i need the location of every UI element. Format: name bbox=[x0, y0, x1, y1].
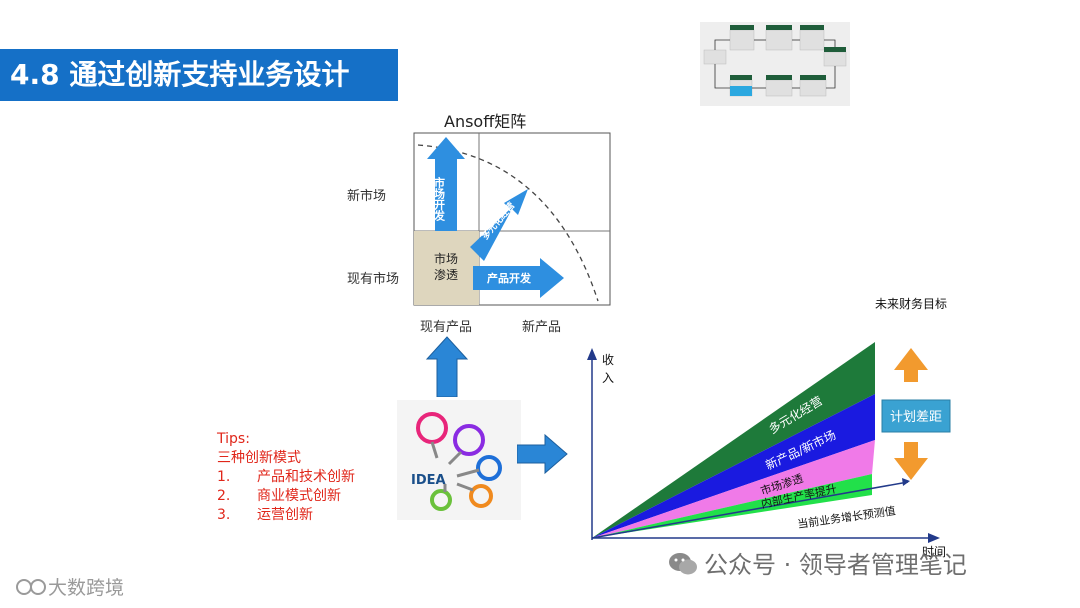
baseline-arrowhead bbox=[902, 478, 910, 486]
y-axis-label-line2: 入 bbox=[602, 371, 614, 385]
x-axis-arrowhead bbox=[928, 533, 940, 543]
ansoff-matrix: 市场开发 产品开发 多元化经营 市场渗透 bbox=[413, 132, 611, 306]
process-flow-graphic bbox=[703, 25, 847, 97]
tips-item-text: 运营创新 bbox=[257, 507, 313, 523]
tips-item-text: 产品和技术创新 bbox=[257, 469, 355, 485]
ansoff-boundary-curve bbox=[417, 144, 599, 302]
band-diversification bbox=[592, 342, 875, 538]
market-development-arrow bbox=[427, 137, 465, 231]
x-axis-label: 时间 bbox=[922, 545, 946, 559]
row-label-new-market: 新市场 bbox=[347, 189, 387, 204]
tips-subheading: 三种创新模式 bbox=[217, 450, 301, 466]
diversification-arrow bbox=[470, 189, 528, 261]
up-arrow-icon bbox=[425, 336, 469, 397]
watermark-text: 公众号 · 领导者管理笔记 bbox=[704, 551, 967, 579]
tips-item: 3. 运营创新 bbox=[217, 506, 355, 525]
tips-heading: Tips: bbox=[217, 431, 250, 447]
y-axis-label: 收入 bbox=[602, 353, 614, 385]
wechat-icon bbox=[669, 553, 697, 575]
penetration-label-line1: 市场 bbox=[434, 251, 458, 266]
brand-icon bbox=[16, 579, 46, 595]
tips-item: 1. 产品和技术创新 bbox=[217, 468, 355, 487]
penetration-label: 市场渗透 bbox=[434, 251, 458, 282]
band-new-product-market bbox=[592, 394, 875, 538]
baseline-forecast-line bbox=[591, 481, 909, 539]
band-productivity bbox=[592, 474, 872, 538]
gap-box bbox=[881, 399, 951, 433]
y-axis-label-line1: 收 bbox=[602, 353, 614, 367]
penetration-label-line2: 渗透 bbox=[434, 267, 458, 282]
brand-logo: 大数跨境 bbox=[14, 573, 124, 600]
tips-item-text: 商业模式创新 bbox=[257, 488, 341, 504]
market-development-label: 市场开发 bbox=[433, 176, 447, 222]
growth-gap-chart: 多元化经营 新产品/新市场 市场渗透 内部生产率提升 当前业务增长预测值 收入 … bbox=[587, 296, 951, 559]
tips-item-number: 1. bbox=[217, 469, 231, 485]
ansoff-title: Ansoff矩阵 bbox=[444, 112, 527, 131]
col-label-existing-product: 现有产品 bbox=[420, 320, 473, 335]
col-label-new-product: 新产品 bbox=[522, 320, 562, 335]
idea-lightbulb-icon: IDEA bbox=[397, 400, 521, 520]
brand-text: 大数跨境 bbox=[48, 577, 125, 599]
y-axis-arrowhead bbox=[587, 348, 597, 360]
watermark: 公众号 · 领导者管理笔记 bbox=[668, 545, 967, 580]
baseline-label: 当前业务增长预测值 bbox=[796, 503, 896, 531]
page-title: 4.8 通过创新支持业务设计 bbox=[0, 49, 398, 101]
gap-up-arrow bbox=[894, 348, 928, 382]
row-label-existing-market: 现有市场 bbox=[347, 272, 400, 287]
band-market-penetration bbox=[592, 440, 875, 538]
tips-item-number: 3. bbox=[217, 507, 231, 523]
tips-box: Tips: 三种创新模式 1. 产品和技术创新 2. 商业模式创新 3. 运营创新 bbox=[217, 430, 355, 525]
product-development-arrow bbox=[473, 258, 564, 298]
process-flow-thumbnail bbox=[700, 22, 850, 106]
right-arrow-icon bbox=[517, 433, 568, 475]
penetration-cell bbox=[414, 231, 479, 305]
tips-item: 2. 商业模式创新 bbox=[217, 487, 355, 506]
gap-down-arrow bbox=[894, 442, 928, 480]
idea-label: IDEA bbox=[411, 473, 446, 488]
target-label: 未来财务目标 bbox=[875, 296, 947, 311]
tips-item-number: 2. bbox=[217, 488, 231, 504]
gap-label: 计划差距 bbox=[890, 410, 942, 425]
product-development-label: 产品开发 bbox=[487, 271, 532, 285]
